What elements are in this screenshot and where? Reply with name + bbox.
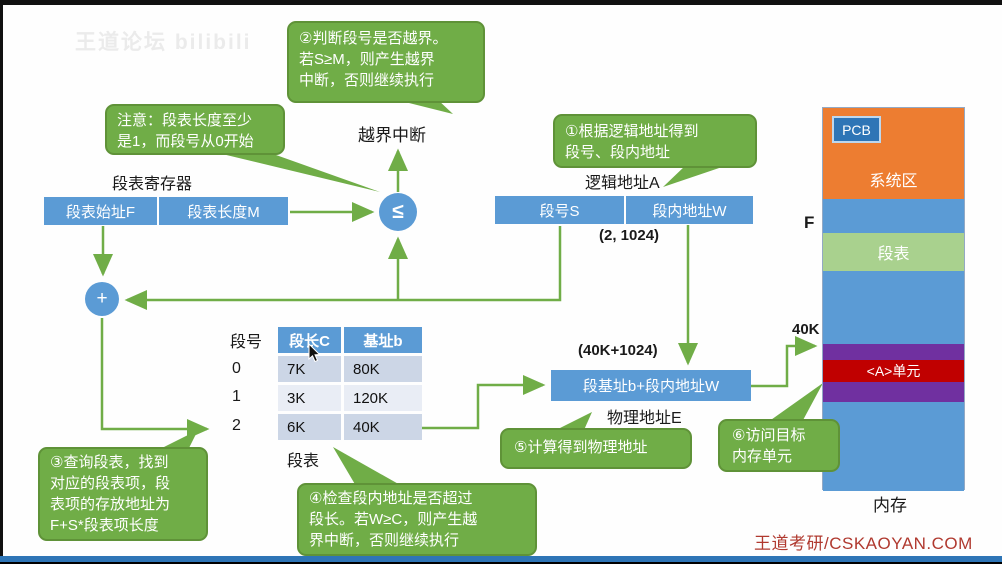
seg-table-cell: 40K [344, 414, 422, 440]
memory-user-block [823, 199, 964, 233]
register-divider [157, 197, 159, 225]
segment-table: 段长C 基址b 7K 80K 3K 120K 6K 40K [278, 327, 422, 440]
pcb-box: PCB [832, 116, 881, 143]
segment-number-label: 段号 [230, 334, 263, 351]
register-start-field: 段表始址F [65, 203, 136, 221]
logical-address-box: 段号S 段内地址W [495, 196, 753, 224]
memory-system-area: PCB 系统区 [823, 108, 964, 199]
segment-table-label: 段表 [287, 453, 320, 470]
seg-table-cell: 7K [278, 356, 341, 382]
register-length-field: 段表长度M [187, 203, 260, 221]
brand-footer: 王道考研/CSKAOYAN.COM [754, 534, 973, 553]
less-equal-comparator: ≤ [379, 193, 417, 231]
physical-address-label: 物理地址E [607, 410, 682, 427]
addr-40k-label: 40K [792, 321, 820, 338]
callout-note: 注意：段表长度至少 是1，而段号从0开始 [105, 104, 285, 155]
mouse-cursor-icon [308, 344, 321, 363]
frame-top-edge [0, 0, 1002, 5]
segment-table-block-label: 段表 [877, 246, 910, 263]
callout-step1: ①根据逻辑地址得到 段号、段内地址 [553, 114, 757, 168]
segment-register-label: 段表寄存器 [112, 176, 193, 193]
seg-table-header-base: 基址b [344, 327, 422, 353]
system-area-label: 系统区 [869, 173, 918, 190]
frame-bottom-black-bar [0, 562, 1002, 564]
physical-address-value: (40K+1024) [578, 342, 658, 359]
target-unit-label: <A>单元 [866, 363, 921, 379]
segment-number-field: 段号S [539, 202, 580, 220]
memory-user-block [823, 271, 964, 344]
memory-label: 内存 [873, 496, 907, 515]
frame-left-edge [0, 0, 3, 564]
memory-column: PCB 系统区 段表 <A>单元 [822, 107, 965, 491]
callout-step2: ②判断段号是否越界。 若S≥M，则产生越界 中断，否则继续执行 [287, 21, 485, 103]
segment-offset-field: 段内地址W [652, 202, 727, 220]
logical-address-label: 逻辑地址A [585, 175, 660, 192]
physical-address-box: 段基址b+段内地址W [551, 370, 751, 401]
adder-circle: + [85, 282, 119, 316]
segment-table-register-box: 段表始址F 段表长度M [44, 197, 288, 225]
seg-table-row-label: 2 [232, 417, 241, 434]
seg-table-cell: 120K [344, 385, 422, 411]
seg-table-cell: 6K [278, 414, 341, 440]
f-pointer-label: F [804, 213, 815, 232]
seg-table-cell: 80K [344, 356, 422, 382]
seg-table-row-label: 0 [232, 360, 241, 377]
callout-step3: ③查询段表，找到 对应的段表项，段 表项的存放地址为 F+S*段表项长度 [38, 447, 208, 541]
memory-segment-table-block: 段表 [823, 233, 964, 271]
callout-step4: ④检查段内地址是否超过 段长。若W≥C，则产生越 界中断，否则继续执行 [297, 483, 537, 556]
memory-target-unit: <A>单元 [823, 360, 964, 382]
memory-purple-strip [823, 382, 964, 402]
logical-divider [624, 196, 626, 224]
callout-step5: ⑤计算得到物理地址 [500, 428, 692, 469]
interrupt-label: 越界中断 [358, 126, 426, 145]
memory-user-block [823, 402, 964, 491]
seg-table-row-label: 1 [232, 388, 241, 405]
watermark: 王道论坛 bilibili [75, 31, 252, 54]
logical-address-value: (2, 1024) [599, 227, 660, 244]
memory-purple-strip [823, 344, 964, 360]
callout-step6: ⑥访问目标 内存单元 [718, 419, 840, 472]
seg-table-cell: 3K [278, 385, 341, 411]
frame-bottom-blue-bar [0, 556, 1002, 562]
